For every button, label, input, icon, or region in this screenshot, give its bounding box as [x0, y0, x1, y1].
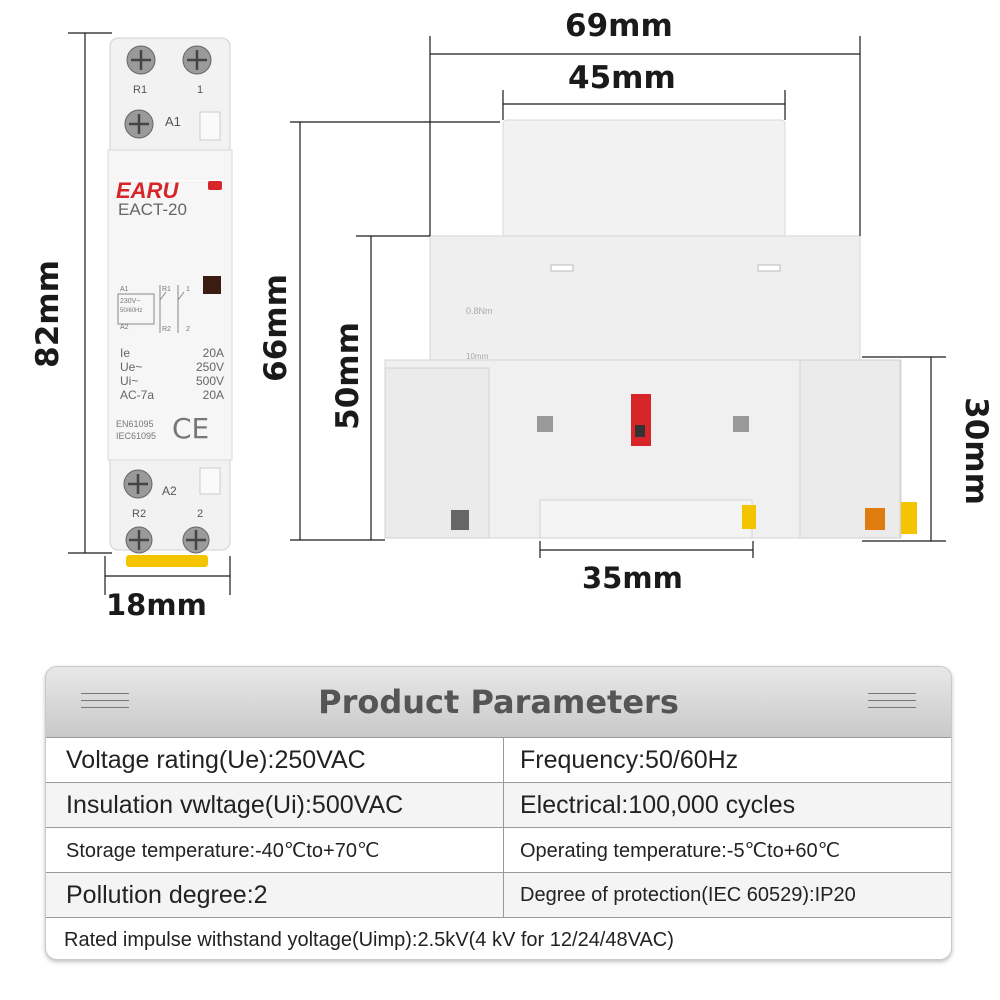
- schematic-r1: R1: [162, 286, 171, 293]
- schematic-2: 2: [186, 326, 190, 333]
- ce-mark: CE: [172, 412, 210, 445]
- terminal-r2: R2: [132, 508, 147, 520]
- brand-logo-mark: [208, 181, 222, 190]
- dim-50mm: 50mm: [329, 322, 366, 430]
- torque-label: 0.8Nm: [466, 306, 493, 316]
- dim-66mm: 66mm: [257, 274, 294, 382]
- dim-18mm: 18mm: [106, 588, 207, 622]
- schematic-r2: R2: [162, 326, 171, 333]
- strip-length-label: 10mm: [466, 352, 489, 361]
- dim-45mm: 45mm: [568, 60, 676, 96]
- param-electrical-cycles: Electrical:100,000 cycles: [520, 790, 796, 819]
- dim-82mm: 82mm: [29, 260, 66, 368]
- terminal-screw-icon: [123, 469, 210, 554]
- model-label: EACT-20: [118, 200, 187, 219]
- table-row: Rated impulse withstand yoltage(Uimp):2.…: [46, 917, 951, 959]
- panel-title: Product Parameters: [318, 683, 679, 721]
- terminal-r1: R1: [133, 84, 148, 96]
- param-insulation-voltage: Insulation vwltage(Ui):500VAC: [46, 783, 504, 827]
- product-illustration: [68, 32, 946, 595]
- terminal-a2: A2: [162, 484, 177, 498]
- parameters-table: Voltage rating(Ue):250VAC Frequency:50/6…: [46, 737, 951, 959]
- side-view: [384, 119, 917, 539]
- table-row: Pollution degree:2 Degree of protection(…: [46, 872, 951, 917]
- menu-lines-icon: [81, 693, 129, 715]
- dim-69mm: 69mm: [565, 8, 673, 44]
- product-parameters-panel: Product Parameters Voltage rating(Ue):25…: [45, 666, 952, 960]
- front-view: [107, 37, 233, 567]
- schematic-a1: A1: [120, 286, 129, 293]
- param-frequency: Frequency:50/60Hz: [520, 745, 739, 774]
- schematic-freq: 50/60Hz: [120, 308, 143, 314]
- param-rated-impulse-voltage: Rated impulse withstand yoltage(Uimp):2.…: [64, 928, 674, 951]
- dim-35mm: 35mm: [582, 561, 683, 595]
- param-degree-of-protection: Degree of protection(IEC 60529):IP20: [520, 883, 856, 906]
- table-row: Voltage rating(Ue):250VAC Frequency:50/6…: [46, 737, 951, 782]
- terminal-a1: A1: [165, 114, 181, 129]
- standards: EN61095 IEC61095: [116, 419, 157, 441]
- param-storage-temperature: Storage temperature:-40℃to+70℃: [46, 828, 504, 872]
- param-voltage-rating: Voltage rating(Ue):250VAC: [46, 738, 504, 782]
- menu-lines-icon: [868, 693, 916, 715]
- terminal-screw-icon: [124, 45, 212, 139]
- terminal-2: 2: [197, 508, 204, 520]
- dimension-lines: [68, 32, 946, 595]
- param-operating-temperature: Operating temperature:-5℃to+60℃: [520, 839, 841, 862]
- panel-header: Product Parameters: [46, 667, 951, 737]
- brand-logo: EARU: [116, 178, 179, 203]
- schematic-voltage: 230V~: [120, 298, 141, 305]
- terminal-1: 1: [197, 84, 204, 96]
- schematic-1: 1: [186, 286, 190, 293]
- table-row: Insulation vwltage(Ui):500VAC Electrical…: [46, 782, 951, 827]
- param-pollution-degree: Pollution degree:2: [46, 873, 504, 917]
- schematic-a2: A2: [120, 324, 129, 331]
- table-row: Storage temperature:-40℃to+70℃ Operating…: [46, 827, 951, 872]
- dim-30mm: 30mm: [957, 397, 994, 505]
